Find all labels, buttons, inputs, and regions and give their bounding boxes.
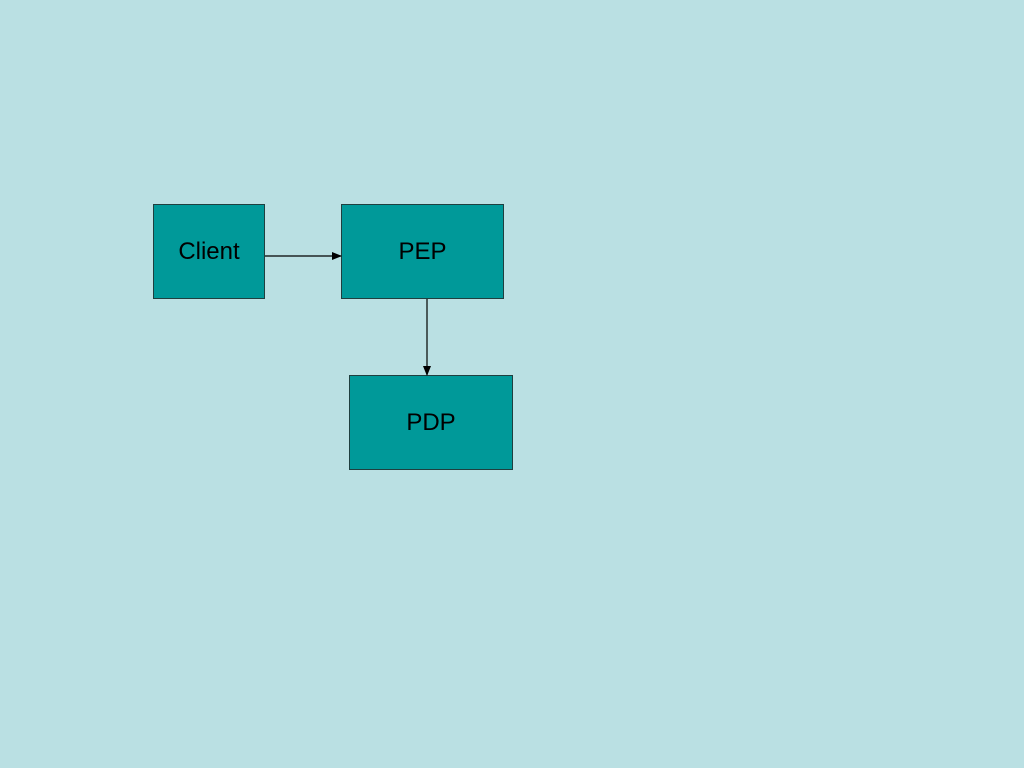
node-client: Client xyxy=(153,204,265,299)
node-client-label: Client xyxy=(178,237,240,265)
node-pdp-label: PDP xyxy=(406,408,456,436)
node-pep: PEP xyxy=(341,204,504,299)
node-pdp: PDP xyxy=(349,375,513,470)
node-pep-label: PEP xyxy=(398,237,447,265)
